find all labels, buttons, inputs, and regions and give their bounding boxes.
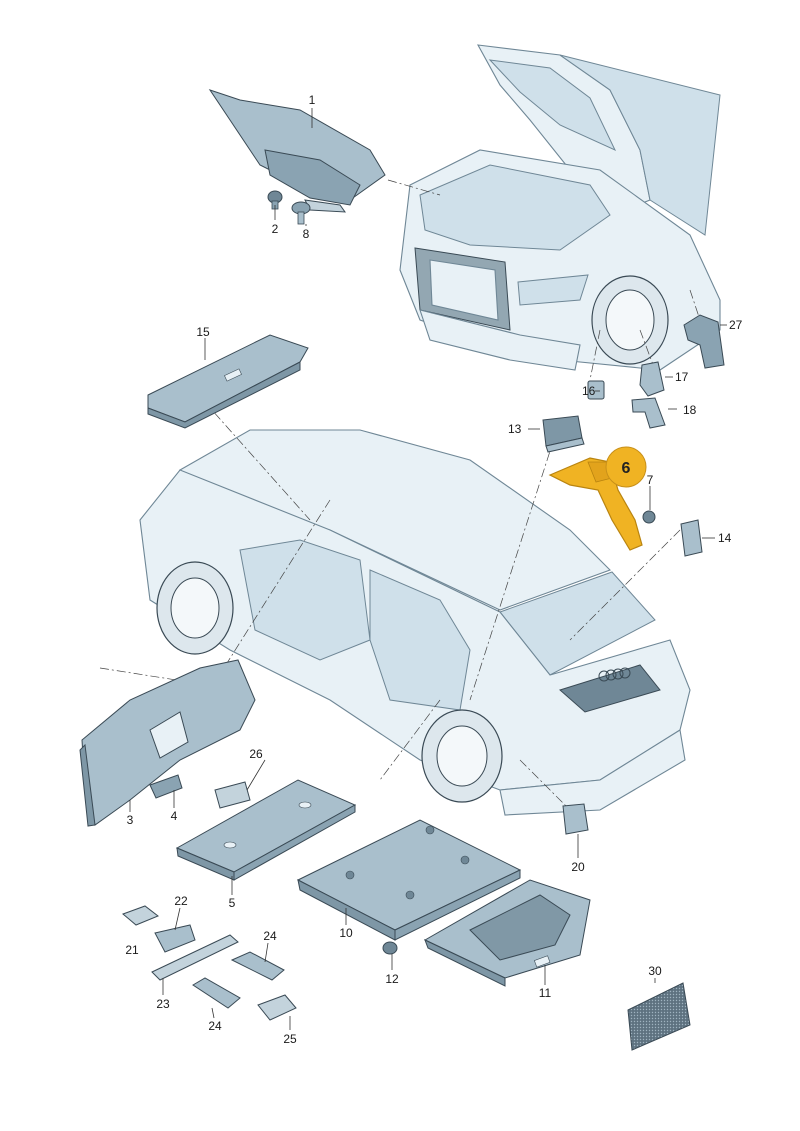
callout-7: 7 (647, 473, 654, 487)
callout-8: 8 (303, 227, 310, 241)
part-18-bracket[interactable] (631, 397, 666, 429)
part-15-panel[interactable] (147, 334, 309, 429)
rear-car-view (139, 429, 691, 816)
part-1-firewall-upper[interactable] (208, 89, 386, 213)
callout-1: 1 (309, 93, 316, 107)
part-25-block[interactable] (257, 994, 297, 1021)
callout-24-upper: 24 (263, 929, 277, 943)
part-8-screw[interactable] (291, 201, 311, 225)
part-24-pad-lower[interactable] (192, 977, 241, 1009)
callout-labels: 1 2 8 15 27 16 17 18 13 7 14 26 3 4 5 20… (125, 93, 742, 1046)
callout-30: 30 (648, 964, 662, 978)
part-21-pad[interactable] (122, 905, 159, 926)
callout-20: 20 (571, 860, 585, 874)
part-16-block[interactable] (587, 380, 605, 400)
part-10-floor-insulation[interactable] (296, 819, 522, 941)
part-7-nut[interactable] (642, 510, 656, 524)
callout-2: 2 (272, 222, 279, 236)
part-26-pad[interactable] (214, 781, 251, 809)
leader-lines (129, 108, 727, 1030)
part-27-insulation[interactable] (683, 314, 725, 369)
callout-26: 26 (249, 747, 263, 761)
front-car-view (399, 44, 721, 371)
part-11-trunk-insulation[interactable] (423, 879, 591, 987)
callout-12: 12 (385, 972, 399, 986)
callout-4: 4 (171, 809, 178, 823)
part-6-highlighted[interactable]: 6 (548, 446, 647, 551)
callout-16: 16 (582, 384, 596, 398)
part-6-label: 6 (622, 460, 631, 477)
callout-25: 25 (283, 1032, 297, 1046)
callout-27: 27 (729, 318, 743, 332)
part-13-pad[interactable] (542, 415, 585, 453)
callout-23: 23 (156, 997, 170, 1011)
callout-11: 11 (539, 986, 552, 1000)
part-17-bracket[interactable] (639, 361, 665, 397)
callout-17: 17 (675, 370, 689, 384)
part-22-pad[interactable] (154, 924, 196, 953)
callout-13: 13 (508, 422, 522, 436)
part-23-strip[interactable] (151, 934, 239, 981)
part-14-pad[interactable] (680, 519, 703, 557)
callout-5: 5 (229, 896, 236, 910)
part-12-clip[interactable] (382, 941, 398, 955)
callout-14: 14 (718, 531, 732, 545)
callout-15: 15 (196, 325, 210, 339)
callout-10: 10 (339, 926, 353, 940)
part-6-badge (605, 446, 647, 488)
callout-18: 18 (683, 403, 697, 417)
part-24-pad-upper[interactable] (230, 951, 285, 981)
callout-22: 22 (174, 894, 188, 908)
callout-24-lower: 24 (208, 1019, 222, 1033)
part-20-pad[interactable] (562, 803, 589, 835)
part-3-firewall-lower[interactable] (79, 659, 256, 827)
callout-3: 3 (127, 813, 134, 827)
part-5-floor-mat[interactable] (175, 779, 357, 881)
callout-21: 21 (125, 943, 139, 957)
part-30-mesh-pad[interactable] (627, 982, 691, 1051)
part-4-strip[interactable] (149, 774, 183, 799)
